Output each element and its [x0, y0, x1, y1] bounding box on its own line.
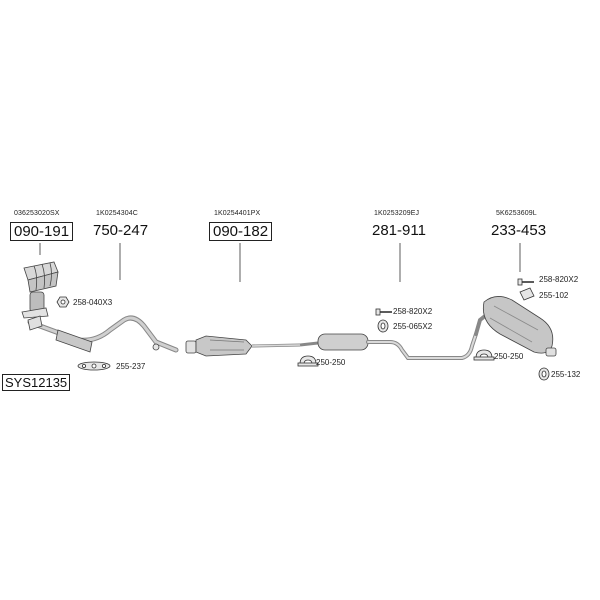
- front-pipe-image: [27, 315, 179, 353]
- system-code: SYS12135: [2, 374, 71, 391]
- part-number[interactable]: 233-453: [491, 222, 547, 239]
- rubber-ring-icon: [538, 367, 550, 381]
- part-number[interactable]: 090-191: [10, 222, 74, 241]
- hanger-icon: [519, 287, 535, 301]
- gasket-icon: [77, 361, 111, 371]
- accessory-label[interactable]: 258-040X3: [73, 298, 113, 307]
- accessory-label[interactable]: 250-250: [316, 358, 346, 367]
- centre-silencer-image: [299, 332, 478, 360]
- clamp-icon: [297, 355, 319, 367]
- nut-icon: [56, 296, 70, 308]
- accessory-label[interactable]: 258-820X2: [539, 275, 579, 284]
- accessory-label[interactable]: 258-820X2: [393, 307, 433, 316]
- rear-silencer-image: [474, 296, 557, 357]
- bolt-icon: [517, 278, 534, 286]
- accessory-label[interactable]: 255-065X2: [393, 322, 433, 331]
- oem-number: 1K0254304C: [96, 210, 138, 217]
- part-number[interactable]: 281-911: [372, 222, 426, 239]
- bolt-icon: [375, 308, 392, 316]
- oem-number: 036253020SX: [14, 210, 60, 217]
- catalytic-converter-image: [185, 335, 301, 357]
- accessory-label[interactable]: 255-102: [539, 291, 569, 300]
- clamp-icon: [473, 349, 495, 361]
- accessory-label[interactable]: 250-250: [494, 352, 524, 361]
- part-number[interactable]: 750-247: [93, 222, 149, 239]
- accessory-label[interactable]: 255-237: [116, 362, 146, 371]
- oem-number: 1K0254401PX: [214, 210, 261, 217]
- oem-number: 1K0253209EJ: [374, 210, 420, 217]
- part-number[interactable]: 090-182: [209, 222, 273, 241]
- rubber-mount-icon: [377, 319, 389, 333]
- exhaust-manifold-image: [21, 261, 59, 319]
- oem-number: 5K6253609L: [496, 210, 537, 217]
- accessory-label[interactable]: 255-132: [551, 370, 581, 379]
